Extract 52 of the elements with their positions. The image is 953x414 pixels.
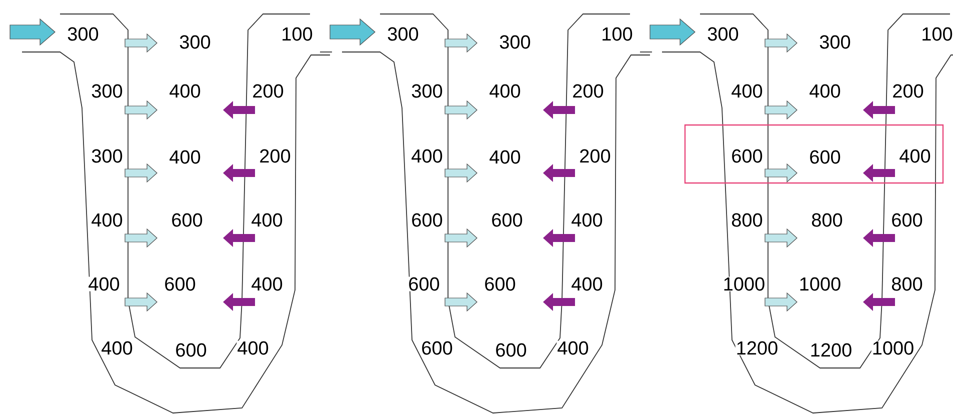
value-label: 300 — [90, 84, 124, 98]
value-label: 200 — [578, 148, 612, 164]
value-label: 600 — [494, 342, 528, 358]
value-label: 800 — [730, 212, 764, 228]
value-label: 100 — [600, 26, 634, 42]
value-label: 400 — [168, 150, 202, 164]
value-label: 100 — [280, 26, 314, 42]
value-label: 600 — [174, 342, 208, 358]
value-label: 600 — [164, 276, 196, 292]
value-label: 400 — [488, 84, 522, 98]
value-label: 100 — [920, 26, 953, 42]
value-label: 1200 — [735, 340, 779, 356]
value-label: 200 — [252, 84, 284, 98]
value-label: 400 — [570, 212, 604, 228]
value-label: 300 — [818, 34, 852, 50]
value-label: 400 — [168, 84, 202, 98]
value-label: 400 — [570, 276, 604, 292]
value-label: 400 — [730, 84, 764, 98]
value-label: 200 — [892, 84, 924, 98]
value-label: 300 — [498, 34, 532, 50]
value-label: 600 — [410, 212, 444, 228]
value-label: 300 — [706, 26, 740, 42]
value-label: 1000 — [722, 276, 766, 292]
value-label: 600 — [170, 212, 204, 228]
value-label: 300 — [410, 84, 444, 98]
value-label: 600 — [420, 340, 454, 356]
value-label: 400 — [556, 340, 590, 356]
value-label: 200 — [572, 84, 604, 98]
value-label: 400 — [808, 84, 842, 98]
value-label: 600 — [890, 212, 924, 228]
value-label: 800 — [810, 212, 844, 228]
value-label: 200 — [258, 148, 292, 164]
value-label: 400 — [410, 148, 444, 164]
value-label: 1200 — [809, 342, 853, 358]
value-label: 600 — [484, 276, 516, 292]
value-label: 1000 — [871, 340, 915, 356]
value-label: 300 — [386, 26, 420, 42]
value-label: 400 — [100, 340, 134, 356]
value-label: 400 — [250, 276, 284, 292]
value-label: 400 — [250, 212, 284, 228]
value-label: 1000 — [798, 276, 842, 292]
value-label: 300 — [90, 148, 124, 164]
value-label: 400 — [88, 276, 120, 292]
value-label: 400 — [488, 150, 522, 164]
highlight-box: 600 600 400 — [684, 124, 944, 184]
value-label: 400 — [90, 212, 124, 228]
value-label: 600 — [408, 276, 440, 292]
value-label: 300 — [66, 26, 100, 42]
value-label: 800 — [890, 276, 924, 292]
value-label: 600 — [490, 212, 524, 228]
value-label: 400 — [236, 340, 270, 356]
value-label: 300 — [178, 34, 212, 50]
